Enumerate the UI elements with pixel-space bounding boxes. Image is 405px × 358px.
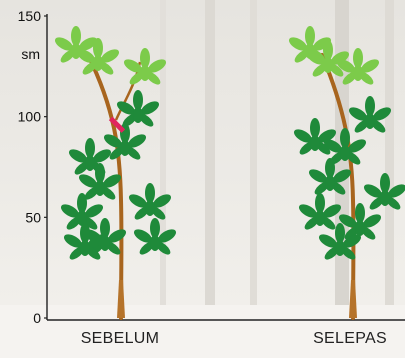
plant-label-after: SELEPAS	[313, 330, 387, 348]
stem-base-before	[117, 280, 125, 318]
leaf-mid-after-5	[340, 145, 350, 161]
y-tick-label-100: 100	[18, 109, 42, 125]
y-tick-label-50: 50	[25, 209, 41, 225]
leaf-top-mid-before-5	[93, 55, 103, 71]
leaf-mid-left-before-5	[85, 155, 95, 171]
leaf-mid-right-before-5	[120, 140, 130, 156]
leaf-right-before-5	[145, 200, 155, 216]
stem-base-after	[349, 280, 357, 318]
leaf-upper-right-before-5	[133, 107, 143, 123]
plant-after	[287, 26, 405, 318]
leaf-lower-left-after-5	[315, 210, 325, 226]
leaf-top-right-after-5	[353, 65, 363, 81]
leaf-bottom-after-5	[335, 240, 345, 256]
leaf-mid-left-after-5	[310, 135, 320, 151]
leaf-mid-lower-before-5	[95, 180, 105, 196]
leaf-top-mid-after-5	[323, 57, 333, 73]
plant-before	[53, 26, 178, 318]
leaf-right-after-5	[380, 190, 390, 206]
y-tick-label-150: 150	[18, 8, 42, 24]
y-tick-label-0: 0	[33, 310, 41, 326]
y-axis-unit: sm	[21, 46, 40, 62]
leaf-bottom-left-before-5	[80, 240, 90, 256]
plant-label-before: SEBELUM	[81, 330, 160, 348]
leaf-upper-right-after-5	[365, 113, 375, 129]
leaf-top-right-before-5	[140, 65, 150, 81]
leaf-mid-lower-after-5	[325, 175, 335, 191]
leaf-low-right-before-5	[150, 235, 160, 251]
leaf-low-right-after-5	[355, 220, 365, 236]
